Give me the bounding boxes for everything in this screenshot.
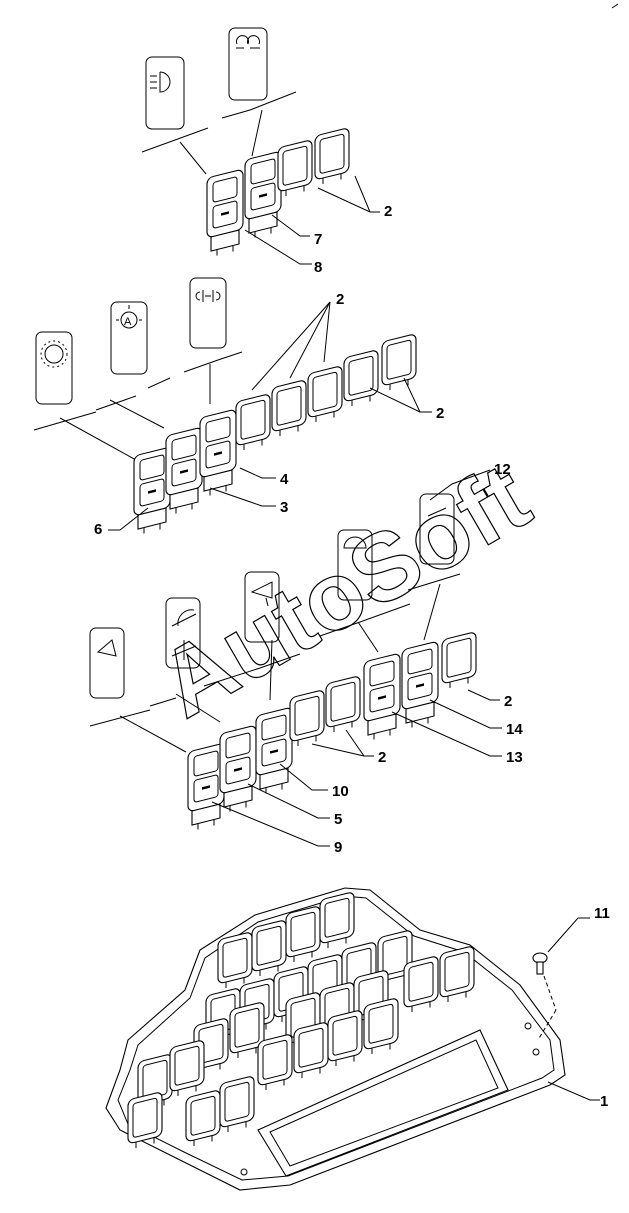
callout-7: 7 [314, 231, 322, 248]
group-3: 12 2 14 13 2 10 5 9 [89, 461, 523, 856]
switch-5 [218, 723, 258, 816]
callout-6: 6 [94, 521, 102, 538]
switch-group1-b [243, 149, 283, 242]
callout-13: 13 [506, 749, 523, 766]
switch-6 [132, 445, 172, 538]
switch-14 [400, 639, 440, 732]
switch-blank [381, 332, 417, 393]
switch-10 [254, 705, 294, 798]
switch-blank [314, 126, 350, 187]
hood-light-icon [337, 529, 373, 601]
switch-blank [235, 392, 271, 453]
fog-light-icon [228, 27, 268, 101]
switch-3 [164, 425, 204, 518]
callout-12: 12 [494, 461, 511, 478]
svg-text:A: A [124, 316, 132, 328]
group-2: A 2 2 4 [33, 277, 444, 538]
group-1: 2 7 8 [141, 27, 392, 276]
switch-blank [325, 674, 361, 735]
switch-blank [307, 364, 343, 425]
switch-9 [186, 741, 226, 834]
switch-group1-a [205, 167, 245, 260]
callout-9: 9 [334, 839, 342, 856]
switch-blank [271, 378, 307, 439]
switch-blank [441, 630, 477, 691]
work-light-icon [145, 56, 185, 130]
switch-blank [277, 138, 313, 199]
beacon-icon [35, 331, 73, 405]
callout-2: 2 [336, 291, 344, 308]
switch-blank [343, 348, 379, 409]
callout-11: 11 [594, 905, 610, 922]
callout-2: 2 [384, 203, 392, 220]
wiper-icon [165, 597, 201, 669]
callout-14: 14 [506, 721, 523, 738]
hazard-icon [189, 277, 227, 349]
callout-5: 5 [334, 811, 342, 828]
callout-1: 1 [600, 1093, 608, 1110]
screw [532, 917, 590, 1041]
callout-10: 10 [332, 783, 349, 800]
callout-4: 4 [280, 471, 289, 488]
callout-2: 2 [436, 405, 444, 422]
callout-3: 3 [280, 499, 288, 516]
washer-icon [419, 493, 455, 565]
switch-4 [198, 407, 238, 500]
switch-blank [289, 688, 325, 749]
callout-8: 8 [314, 259, 322, 276]
switch-13 [362, 651, 402, 744]
mirror-heater-icon [89, 627, 125, 699]
callout-2: 2 [504, 693, 512, 710]
callout-2: 2 [378, 749, 386, 766]
auto-icon: A [110, 301, 148, 375]
rear-work-light-icon [244, 571, 280, 643]
console-panel [105, 887, 566, 1191]
